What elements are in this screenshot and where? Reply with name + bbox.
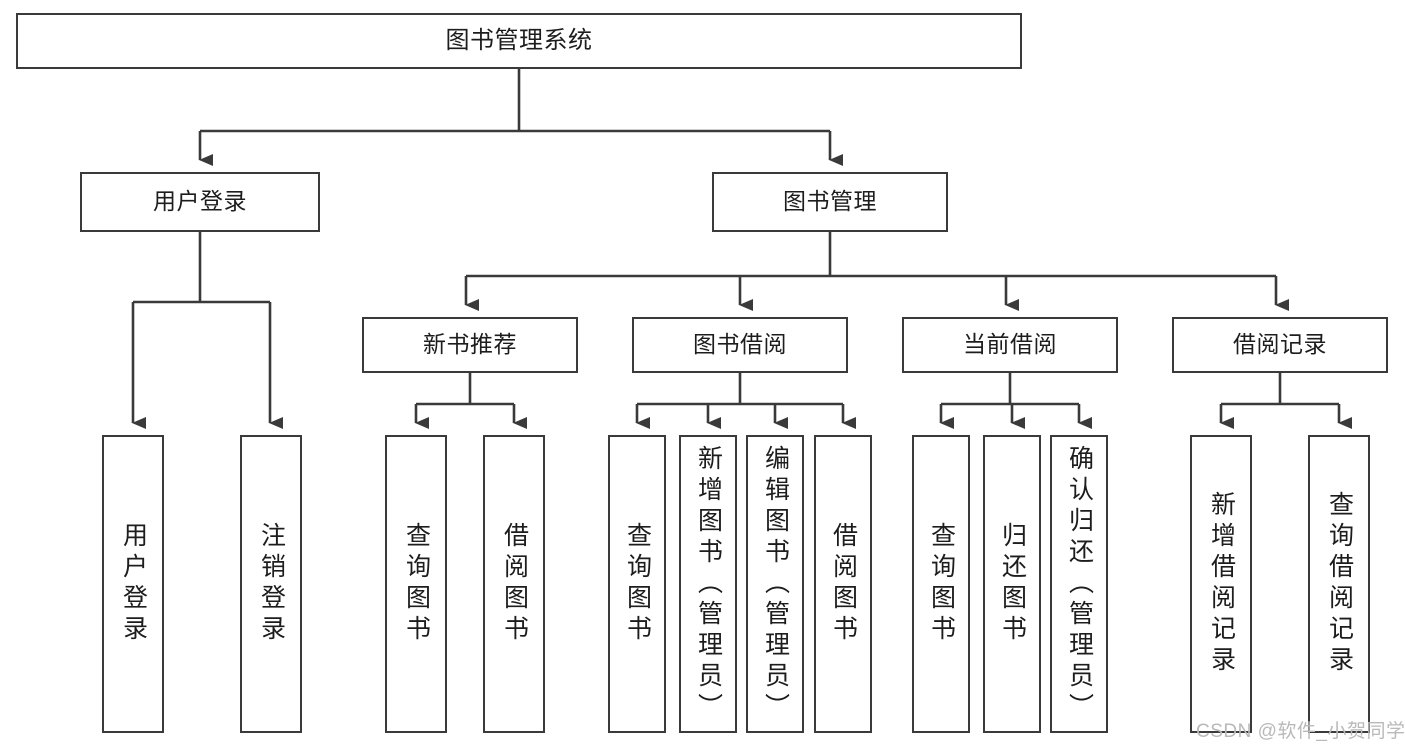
node-book-management-label: 图书管理 [783, 188, 877, 215]
node-leaf-add-borrow-record-label: 新增借阅记录 [1207, 491, 1236, 677]
node-new-book-recommend-label: 新书推荐 [423, 331, 517, 358]
node-leaf-query-borrow-record[interactable]: 查询借阅记录 [1308, 435, 1370, 733]
node-leaf-logout-label: 注销登录 [257, 522, 286, 646]
node-book-borrow[interactable]: 图书借阅 [632, 317, 848, 373]
node-borrow-record-label: 借阅记录 [1233, 331, 1327, 358]
node-leaf-user-login-label: 用户登录 [119, 522, 148, 646]
node-user-login-label: 用户登录 [153, 188, 247, 215]
node-leaf-confirm-return-label: 确认归还（管理员） [1065, 444, 1094, 724]
node-leaf-query-book-2-label: 查询图书 [623, 522, 652, 646]
csdn-watermark: CSDN @软件_小贺同学 [1196, 721, 1405, 742]
node-leaf-return-book-label: 归还图书 [998, 522, 1027, 646]
node-leaf-add-book[interactable]: 新增图书（管理员） [679, 435, 737, 733]
node-new-book-recommend[interactable]: 新书推荐 [362, 317, 578, 373]
node-book-borrow-label: 图书借阅 [693, 331, 787, 358]
node-leaf-query-book-1[interactable]: 查询图书 [385, 435, 447, 733]
node-book-management[interactable]: 图书管理 [712, 172, 948, 232]
node-leaf-borrow-book-2[interactable]: 借阅图书 [814, 435, 872, 733]
node-leaf-add-book-label: 新增图书（管理员） [694, 444, 723, 724]
node-leaf-borrow-book-1[interactable]: 借阅图书 [483, 435, 545, 733]
node-leaf-query-book-2[interactable]: 查询图书 [608, 435, 666, 733]
node-current-borrow[interactable]: 当前借阅 [902, 317, 1118, 373]
node-leaf-query-book-3-label: 查询图书 [927, 522, 956, 646]
node-leaf-query-borrow-record-label: 查询借阅记录 [1325, 491, 1354, 677]
node-borrow-record[interactable]: 借阅记录 [1172, 317, 1388, 373]
node-leaf-return-book[interactable]: 归还图书 [983, 435, 1041, 733]
node-leaf-add-borrow-record[interactable]: 新增借阅记录 [1190, 435, 1252, 733]
node-current-borrow-label: 当前借阅 [963, 331, 1057, 358]
node-root-label: 图书管理系统 [445, 26, 593, 54]
node-leaf-query-book-3[interactable]: 查询图书 [912, 435, 970, 733]
node-leaf-user-login[interactable]: 用户登录 [102, 435, 164, 733]
node-leaf-logout[interactable]: 注销登录 [240, 435, 302, 733]
node-leaf-edit-book[interactable]: 编辑图书（管理员） [746, 435, 804, 733]
node-leaf-borrow-book-1-label: 借阅图书 [500, 522, 529, 646]
node-root[interactable]: 图书管理系统 [16, 13, 1022, 69]
node-leaf-confirm-return[interactable]: 确认归还（管理员） [1050, 435, 1108, 733]
node-leaf-query-book-1-label: 查询图书 [402, 522, 431, 646]
node-leaf-borrow-book-2-label: 借阅图书 [829, 522, 858, 646]
node-leaf-edit-book-label: 编辑图书（管理员） [761, 444, 790, 724]
node-user-login[interactable]: 用户登录 [80, 172, 320, 232]
